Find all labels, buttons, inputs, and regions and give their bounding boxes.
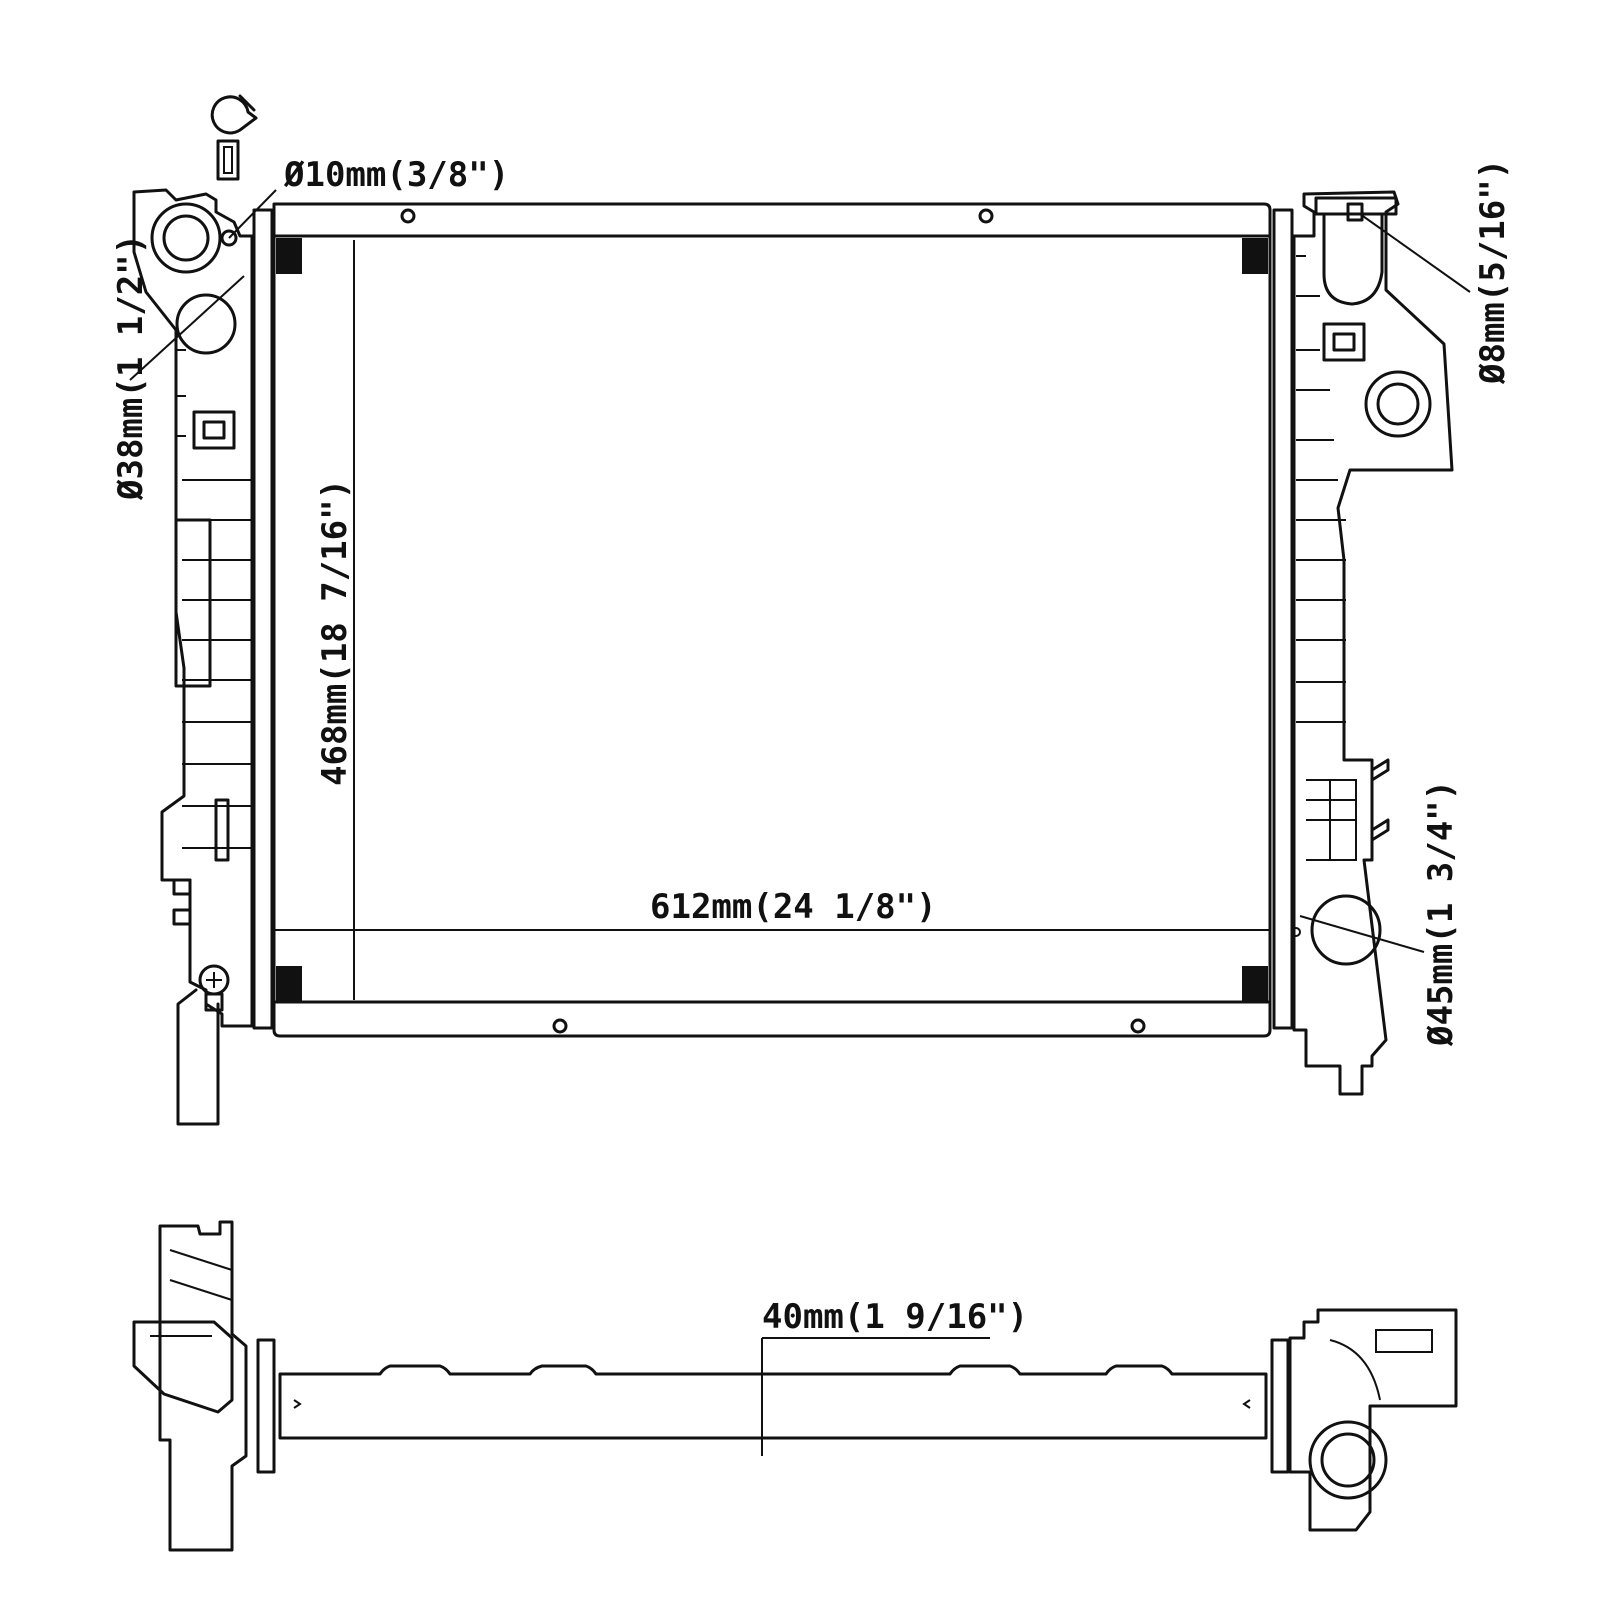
outlet-port <box>1310 894 1382 966</box>
leader-outlet <box>1299 915 1425 953</box>
outlet-pipe-top <box>1308 1420 1388 1500</box>
radiator-top-view <box>132 1220 1458 1552</box>
core-top-profile <box>278 1364 1268 1440</box>
right-tank <box>1291 190 1454 1096</box>
radiator-front-view <box>129 94 1471 1126</box>
leader-hose-small <box>228 189 277 239</box>
label-inlet: Ø38mm(1 1/2") <box>111 234 151 501</box>
mounting-hole <box>400 208 416 224</box>
label-hose-small: Ø10mm(3/8") <box>283 155 509 195</box>
left-tank <box>132 188 254 1126</box>
radiator-core <box>272 202 1272 1038</box>
left-side-plate <box>252 208 274 1030</box>
inlet-port <box>175 293 237 355</box>
right-side-plate <box>1272 208 1294 1030</box>
label-drain: Ø8mm(5/16") <box>1473 159 1513 385</box>
label-core-depth: 40mm(1 9/16") <box>762 1297 1028 1337</box>
drain-valve <box>1346 202 1364 222</box>
leader-inlet <box>129 275 245 381</box>
filler-cap <box>1314 196 1398 216</box>
right-tank-top <box>1288 1308 1458 1532</box>
left-tank-top <box>158 1220 248 1552</box>
depth-dimension-line <box>761 1337 990 1456</box>
label-outlet: Ø45mm(1 3/4") <box>1421 780 1461 1047</box>
label-width: 612mm(24 1/8") <box>650 887 937 927</box>
hose-clamp-icon <box>210 94 258 135</box>
hose-insert-icon <box>216 139 240 181</box>
leader-drain <box>1359 213 1471 293</box>
mounting-hole <box>1130 1018 1146 1034</box>
label-height: 468mm(18 7/16") <box>315 479 355 786</box>
mounting-hole <box>978 208 994 224</box>
mounting-hole <box>552 1018 568 1034</box>
